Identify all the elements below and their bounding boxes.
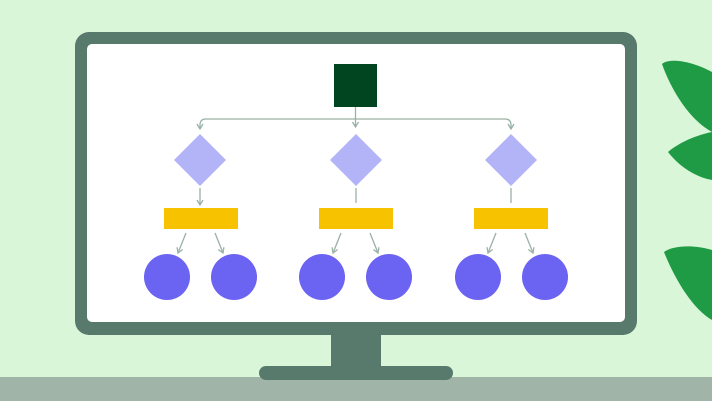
leaf-node-left-2 — [211, 254, 257, 300]
process-node-middle — [319, 208, 393, 229]
root-left-connector — [196, 118, 356, 131]
right-leaf2-connector — [524, 232, 535, 255]
process-node-right — [474, 208, 548, 229]
connector-lines — [176, 107, 535, 255]
plant — [662, 60, 712, 320]
leaf-node-right-2 — [522, 254, 568, 300]
root-node — [334, 64, 377, 107]
process-node-left — [164, 208, 238, 229]
monitor-neck — [331, 330, 381, 372]
leaf-node-left-1 — [144, 254, 190, 300]
decision-node-middle — [330, 134, 382, 186]
decision-node-right — [485, 134, 537, 186]
monitor-base — [259, 366, 453, 380]
leaf-node-middle-1 — [299, 254, 345, 300]
left-leaf2-connector — [214, 232, 225, 255]
middle-leaf1-connector — [331, 232, 342, 255]
root-right-connector — [355, 118, 515, 131]
middle-leaf2-connector — [369, 232, 380, 255]
leaf-node-middle-2 — [366, 254, 412, 300]
desk — [0, 377, 712, 401]
plant-leaf-top — [662, 60, 712, 132]
right-leaf1-connector — [486, 232, 497, 255]
plant-leaf-bottom — [664, 246, 712, 320]
left-leaf1-connector — [176, 232, 187, 255]
plant-leaf-middle — [668, 132, 712, 180]
decision-node-left — [174, 134, 226, 186]
leaf-node-right-1 — [455, 254, 501, 300]
hierarchy-diagram — [144, 64, 568, 300]
